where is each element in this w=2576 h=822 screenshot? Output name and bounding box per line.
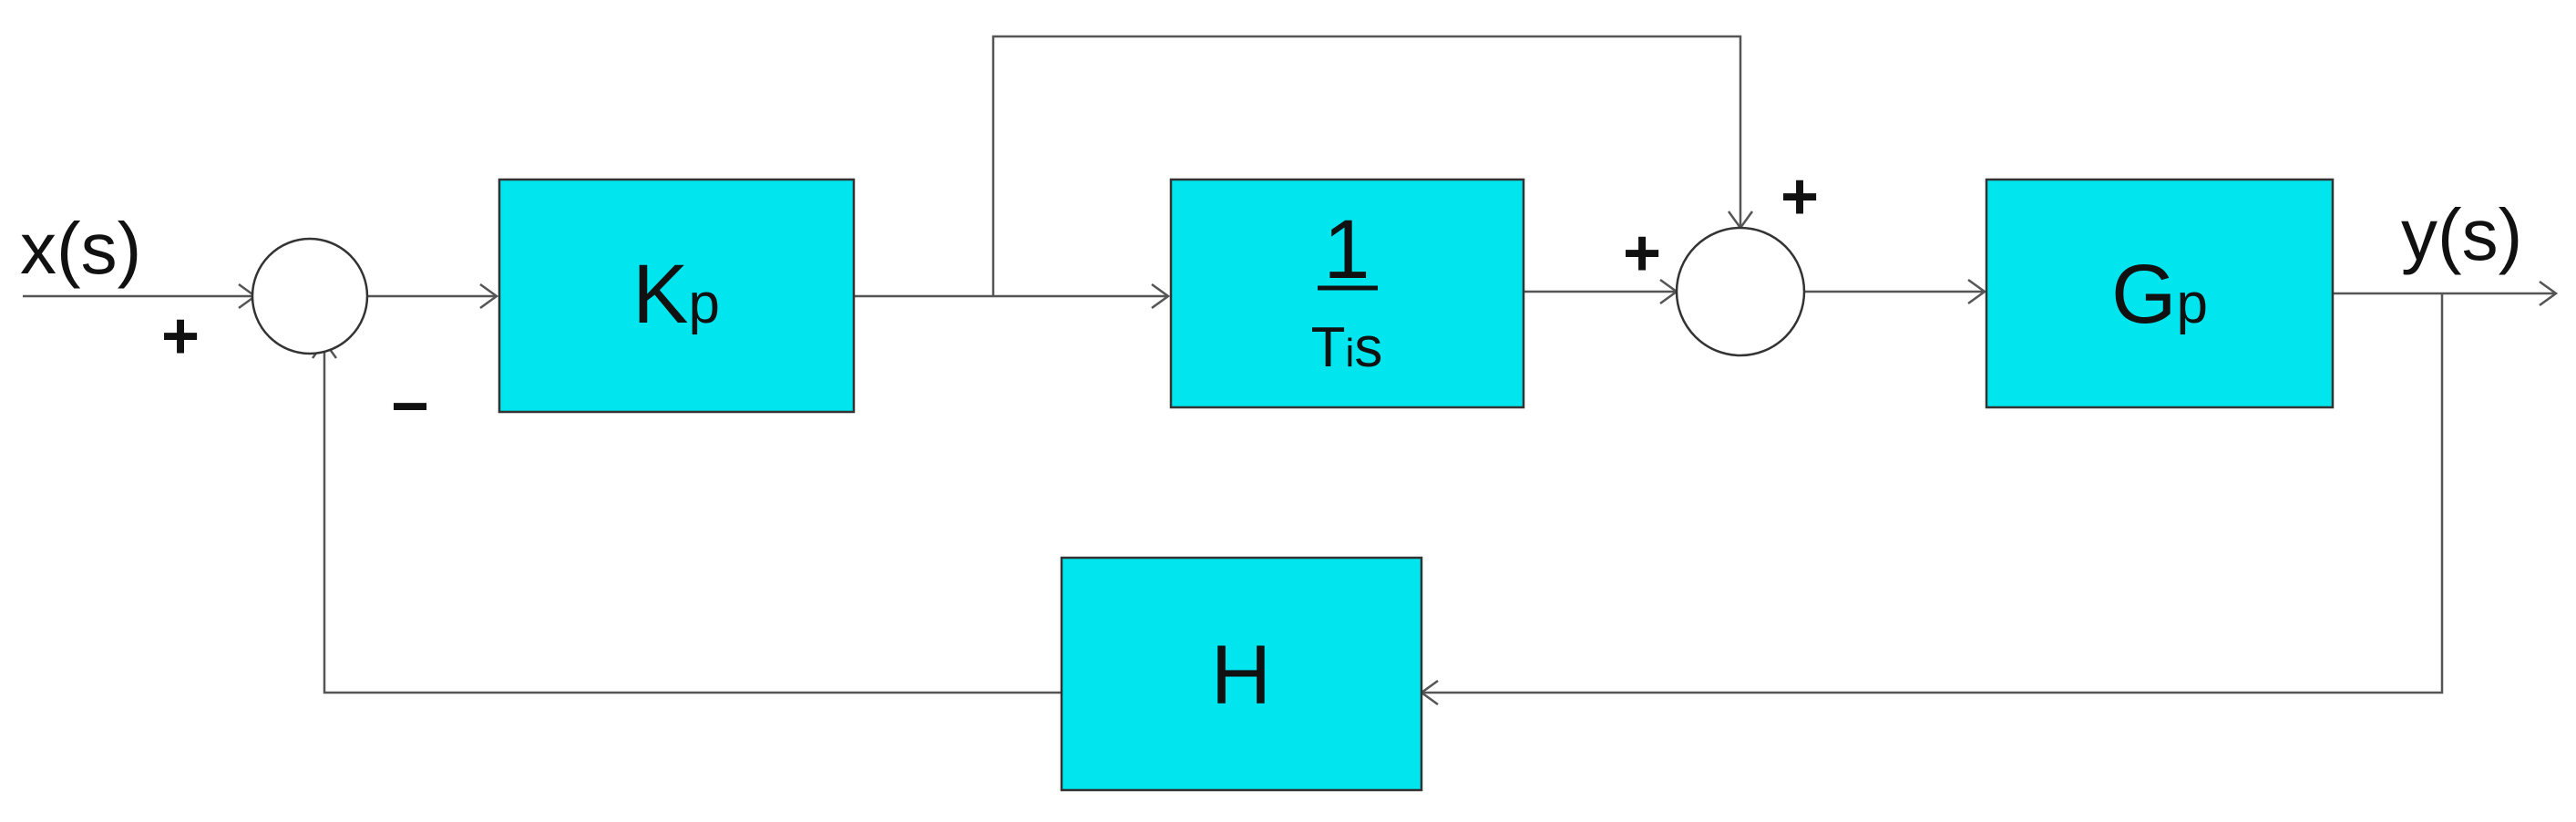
block-kp-label: Kp bbox=[632, 248, 720, 341]
denominator-sub: i bbox=[1346, 331, 1355, 375]
feedback-minus-sign: − bbox=[391, 370, 429, 443]
kp-sub: p bbox=[688, 272, 719, 335]
block-h: H bbox=[1060, 556, 1423, 792]
sum2-top-plus-sign: + bbox=[1781, 160, 1819, 233]
kp-main: K bbox=[632, 248, 688, 341]
arrowhead-output bbox=[2539, 280, 2559, 307]
input-plus-sign: + bbox=[161, 300, 200, 373]
input-signal-label: x(s) bbox=[20, 208, 141, 289]
block-gp-box bbox=[1985, 178, 2335, 409]
gp-main: G bbox=[2111, 248, 2177, 341]
block-kp-box bbox=[498, 178, 856, 414]
block-gp: Gp bbox=[1985, 178, 2335, 409]
block-kp: Kp bbox=[498, 178, 856, 414]
block-gp-label: Gp bbox=[2111, 248, 2208, 341]
gp-sub: p bbox=[2177, 272, 2208, 335]
denominator-main: T bbox=[1311, 316, 1346, 379]
block-h-box bbox=[1060, 556, 1423, 792]
wire-feedback-to-h bbox=[1421, 293, 2444, 694]
block-integral-box bbox=[1169, 178, 1525, 409]
sum2-left-plus-sign: + bbox=[1623, 217, 1661, 290]
arrowhead-kp bbox=[479, 283, 499, 310]
arrowhead-gp bbox=[1967, 278, 1987, 305]
denominator-tail: s bbox=[1354, 316, 1382, 379]
output-signal-label: y(s) bbox=[2401, 194, 2522, 275]
integral-denominator: Tis bbox=[1311, 316, 1383, 379]
summing-junction-1 bbox=[251, 237, 369, 355]
wire-bypass bbox=[991, 35, 1742, 296]
block-h-label: H bbox=[1211, 629, 1271, 722]
signal-wires bbox=[23, 35, 2559, 706]
wire-h-to-sum1 bbox=[323, 342, 1062, 694]
summing-junction-2 bbox=[1675, 226, 1806, 357]
arrowhead-integral bbox=[1151, 283, 1171, 310]
integral-numerator: 1 bbox=[1323, 203, 1370, 296]
block-integral: 1 Tis bbox=[1169, 178, 1525, 409]
